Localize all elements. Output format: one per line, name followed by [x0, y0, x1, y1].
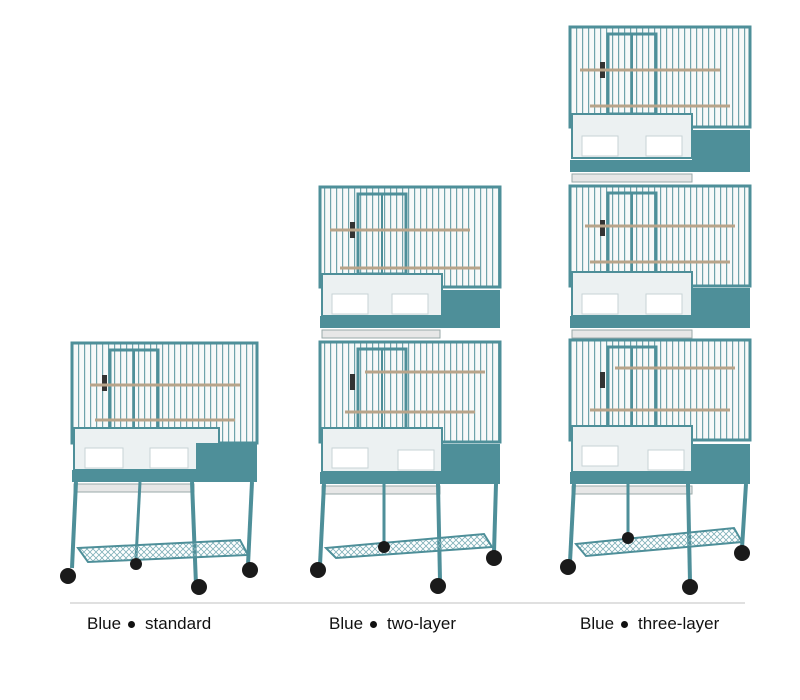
bullet-icon [370, 620, 378, 628]
caption-two-layer: Blue two-layer [329, 614, 456, 634]
caption-standard: Blue standard [87, 614, 211, 634]
cage-three-layer-tier-1 [568, 25, 752, 183]
cage-standard [60, 341, 259, 595]
cage-two-layer-tier-1 [318, 185, 502, 339]
cage-two-layer-tier-2 [318, 340, 502, 495]
bullet-icon [128, 620, 136, 628]
bullet-icon [621, 620, 629, 628]
cage-three-layer [560, 25, 752, 595]
caption-standard-color: Blue [87, 614, 122, 633]
caption-two-layer-color: Blue [329, 614, 364, 633]
caption-three-layer-color: Blue [580, 614, 615, 633]
cage-three-layer-tier-3 [568, 338, 752, 495]
cage-two-layer [310, 185, 502, 594]
cage-standard-stand [60, 481, 258, 595]
cage-three-layer-stand [560, 483, 750, 595]
caption-three-layer-variant: three-layer [638, 614, 720, 633]
caption-two-layer-variant: two-layer [387, 614, 456, 633]
caption-standard-variant: standard [145, 614, 212, 633]
cage-three-layer-tier-2 [568, 184, 752, 339]
cage-two-layer-stand [310, 483, 502, 594]
caption-three-layer: Blue three-layer [580, 614, 719, 634]
cage-standard-tier-1 [70, 341, 259, 493]
